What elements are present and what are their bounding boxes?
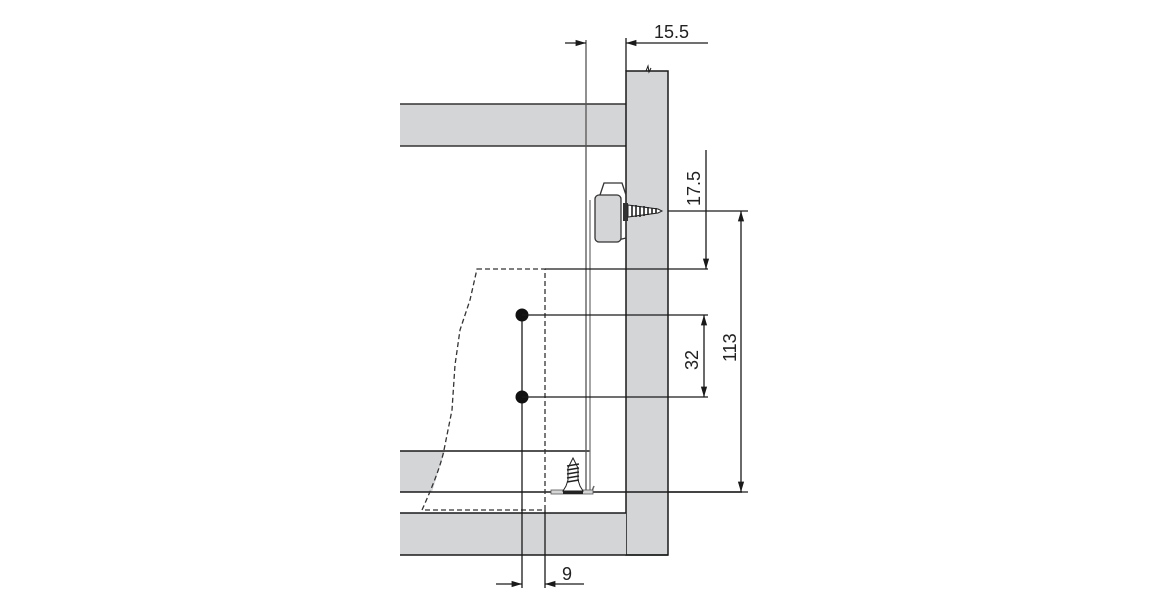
dimension-9: 9 <box>496 564 584 588</box>
runner-bracket <box>594 182 628 243</box>
dim-label-113: 113 <box>720 333 740 362</box>
dim-label-17-5: 17.5 <box>684 171 704 206</box>
dim-label-15-5: 15.5 <box>654 22 689 42</box>
break-mark-icon <box>645 64 652 74</box>
top-panel <box>400 103 626 147</box>
bottom-panel <box>400 512 668 556</box>
dimension-17-5: 17.5 <box>684 150 710 269</box>
dim-label-32: 32 <box>682 350 702 370</box>
top-screw-icon <box>627 204 664 218</box>
bottom-screw-icon <box>562 456 584 494</box>
hole-marks <box>515 308 708 588</box>
side-panel <box>625 64 669 556</box>
drawer-side-outline <box>420 268 546 511</box>
dimension-15-5: 15.5 <box>565 22 708 47</box>
dimension-32: 32 <box>682 315 708 397</box>
dimension-113: 113 <box>720 211 745 492</box>
dim-label-9: 9 <box>562 564 572 584</box>
